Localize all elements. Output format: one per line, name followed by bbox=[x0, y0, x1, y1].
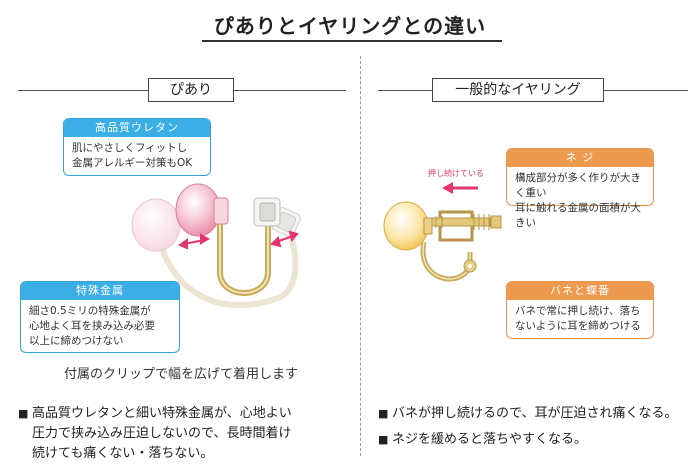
screw-callout-line-1: 構成部分が多く作りが大きく重い bbox=[515, 172, 641, 199]
center-divider bbox=[360, 56, 361, 456]
bullet-square-icon: ■ bbox=[378, 407, 389, 420]
screw-callout-line-2: 耳に触れる金属の面積が大きい bbox=[515, 202, 641, 229]
title-underline bbox=[202, 40, 502, 42]
right-bullet-text-1: バネが押し続けるので、耳が圧迫され痛くなる。 bbox=[392, 406, 678, 421]
left-bullet-list: ■ 高品質ウレタンと細い特殊金属が、心地よい 圧力で挟み込み圧迫しないので、長時… bbox=[18, 404, 348, 464]
special-metal-callout-heading: 特殊金属 bbox=[21, 282, 179, 300]
spread-arrow-left bbox=[177, 233, 211, 250]
left-bullet-line-1: 高品質ウレタンと細い特殊金属が、心地よい bbox=[32, 406, 292, 421]
piari-illustration bbox=[131, 183, 301, 309]
urethane-callout-line-1: 肌にやさしくフィットし bbox=[72, 142, 188, 154]
spring-hinge-callout-heading: バネと蝶番 bbox=[507, 282, 653, 300]
right-section-label: 一般的なイヤリング bbox=[432, 78, 604, 102]
urethane-ball bbox=[175, 183, 221, 237]
urethane-ball-open bbox=[131, 198, 181, 252]
urethane-callout: 高品質ウレタン 肌にやさしくフィットし 金属アレルギー対策もOK bbox=[63, 118, 211, 176]
left-bullet-line-3: 続けても痛くない・落ちない。 bbox=[32, 446, 214, 461]
left-bullet-item: ■ 高品質ウレタンと細い特殊金属が、心地よい 圧力で挟み込み圧迫しないので、長時… bbox=[18, 404, 348, 464]
left-section-label: ぴあり bbox=[148, 78, 234, 102]
clip-caption: 付属のクリップで幅を広げて着用します bbox=[64, 367, 299, 382]
earring-illustration bbox=[383, 201, 502, 282]
special-metal-callout-line-3: 以上に締めつけない bbox=[29, 335, 124, 347]
special-metal-callout: 特殊金属 細さ0.5ミリの特殊金属が 心地よく耳を挟み込み必要 以上に締めつけな… bbox=[20, 281, 180, 353]
special-metal-callout-line-2: 心地よく耳を挟み込み必要 bbox=[29, 320, 155, 332]
right-bullet-item: ■ バネが押し続けるので、耳が圧迫され痛くなる。 bbox=[378, 404, 696, 424]
spring-hinge-callout-line-2: ないように耳を締めつける bbox=[515, 320, 641, 332]
spring-hinge-callout: バネと蝶番 バネで常に押し続け、落ち ないように耳を締めつける bbox=[506, 281, 654, 339]
bullet-square-icon: ■ bbox=[378, 433, 389, 446]
screw-callout: ネ ジ 構成部分が多く作りが大きく重い 耳に触れる金属の面積が大きい bbox=[506, 148, 654, 229]
right-bullet-list: ■ バネが押し続けるので、耳が圧迫され痛くなる。 ■ ネジを緩めると落ちやすくな… bbox=[378, 404, 696, 450]
pearl bbox=[383, 201, 429, 251]
page-title: ぴありとイヤリングとの違い bbox=[213, 14, 487, 38]
push-label: 押し続けている bbox=[428, 169, 484, 178]
spread-arrow-right bbox=[270, 230, 299, 248]
spring-frame bbox=[420, 241, 473, 282]
urethane-callout-heading: 高品質ウレタン bbox=[64, 119, 210, 137]
special-metal-clip bbox=[217, 218, 271, 296]
bullet-square-icon: ■ bbox=[18, 407, 29, 420]
push-arrow-icon bbox=[442, 182, 478, 194]
special-metal-callout-line-1: 細さ0.5ミリの特殊金属が bbox=[29, 305, 151, 317]
spring-hinge-callout-line-1: バネで常に押し続け、落ち bbox=[515, 305, 641, 317]
right-bullet-text-2: ネジを緩めると落ちやすくなる。 bbox=[392, 432, 588, 447]
screw-callout-heading: ネ ジ bbox=[507, 149, 653, 167]
left-bullet-line-2: 圧力で挟み込み圧迫しないので、長時間着け bbox=[32, 426, 292, 441]
urethane-callout-line-2: 金属アレルギー対策もOK bbox=[72, 157, 193, 169]
right-bullet-item: ■ ネジを緩めると落ちやすくなる。 bbox=[378, 430, 696, 450]
